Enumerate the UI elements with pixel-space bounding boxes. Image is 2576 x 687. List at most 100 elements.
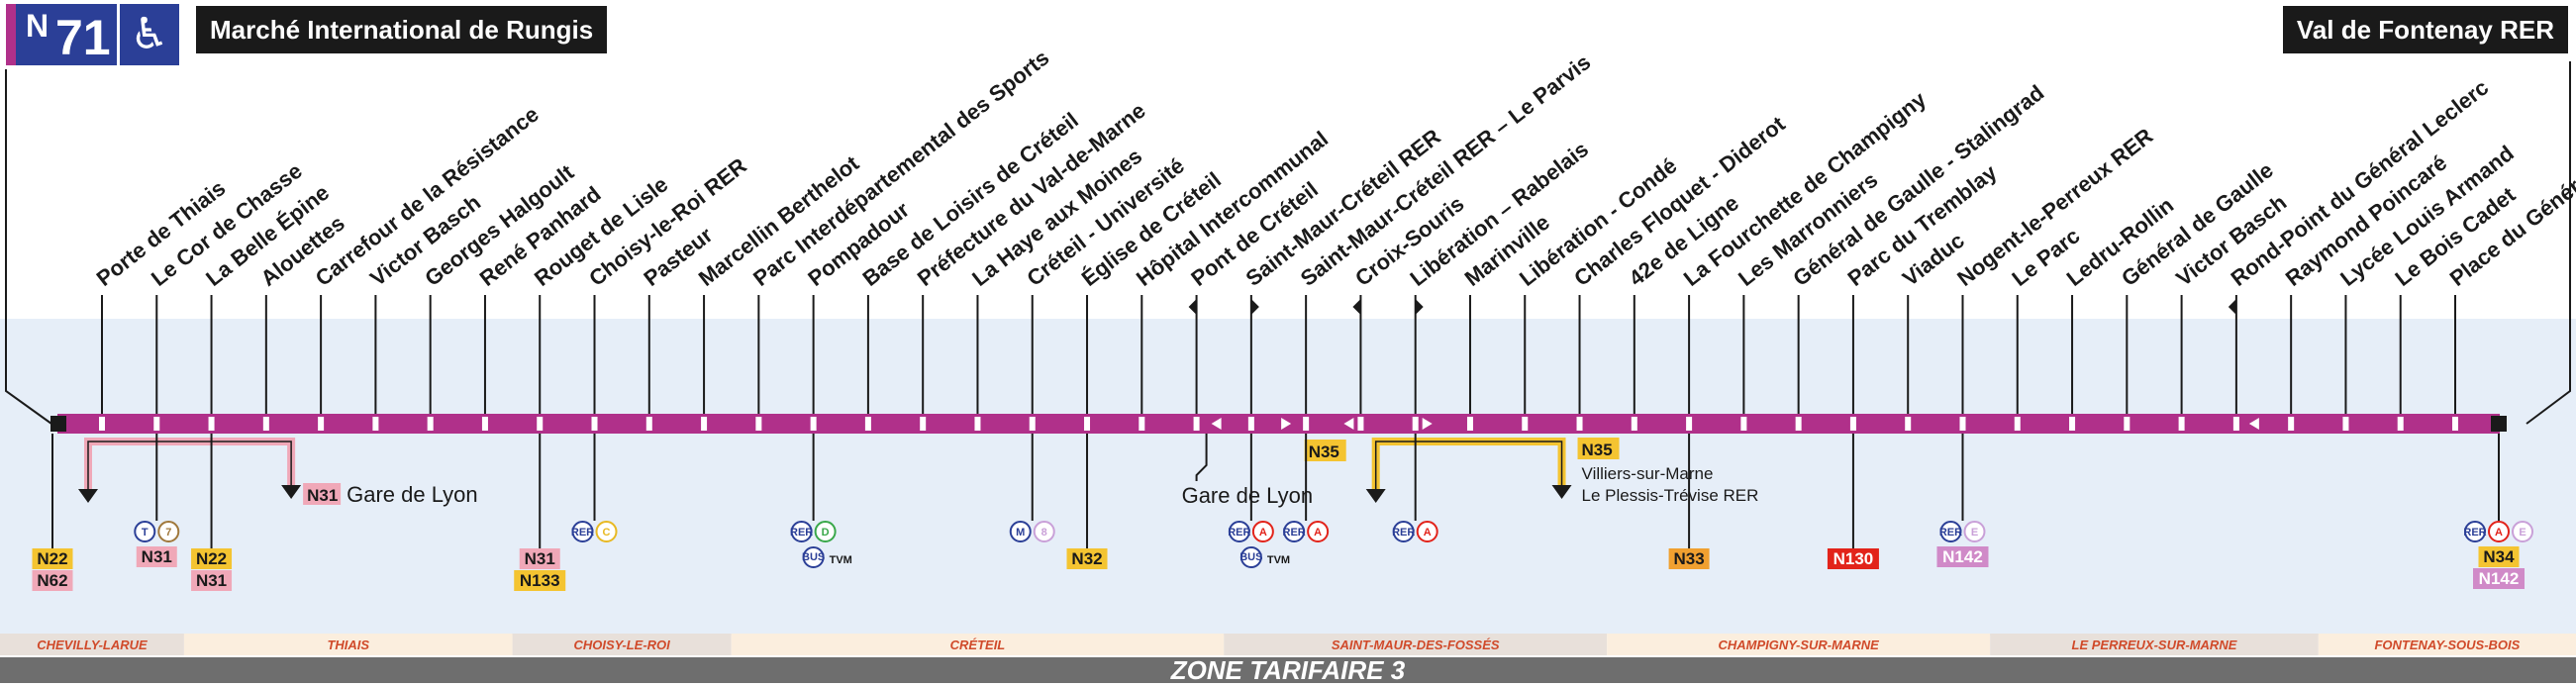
stop-marker [1740,417,1747,431]
stop-marker [864,417,871,431]
line-number-badge: N 71 [6,4,117,65]
stop-marker [2232,417,2239,431]
zone-name: CHEVILLY-LARUE [37,638,148,652]
connection-tag: N62 [37,571,67,590]
stop-marker [1466,417,1473,431]
zone-band [1224,634,1608,655]
arrow-down-icon [1365,489,1386,503]
stop-marker [1193,417,1200,431]
stop-marker [1084,417,1091,431]
stop-marker [1576,417,1583,431]
gare-de-lyon-label: Gare de Lyon [347,482,478,507]
one-way-arrow [1188,299,1197,315]
connection-circle [157,521,180,542]
one-way-arrow [1415,299,1424,315]
connection-circle [1416,521,1438,542]
stop-marker [591,417,598,431]
connection-circle [2488,521,2510,542]
connection-circle [790,521,813,542]
connection-circle [134,521,156,542]
route-bar [57,414,2500,434]
connection-tag: N33 [1673,549,1704,568]
connection-tag: N142 [2479,569,2520,588]
connection-circle-label: RER [2463,527,2486,539]
stop-marker [1631,417,1637,431]
connection-circle-label: M [1016,527,1025,539]
connection-tag-bg [32,570,73,591]
connection-circle-label: C [603,527,611,539]
zone-band [731,634,1225,655]
connection-tag: N31 [142,547,172,566]
zone-name: CHOISY-LE-ROI [574,638,671,652]
connection-circle [1283,521,1306,542]
connection-tag-bg [1827,548,1879,569]
stop-marker [372,417,379,431]
fare-zone-bar [0,657,2576,683]
connection-circle-label: A [2495,527,2503,539]
stop-marker [1029,417,1036,431]
left-outline [5,69,52,425]
zone-band [1990,634,2319,655]
zone-name: CHAMPIGNY-SUR-MARNE [1719,638,1880,652]
connection-tag: N31 [196,571,227,590]
terminus-right: Val de Fontenay RER [2282,6,2568,53]
connection-circle [1251,521,1274,542]
zone-name: THIAIS [327,638,369,652]
service-label: TVM [1267,554,1290,566]
stop-marker [1247,417,1254,431]
wheelchair-icon: ♿ [117,4,179,65]
zone-band [2318,634,2576,655]
connection-circle [1228,521,1250,542]
stop-marker [262,417,269,431]
connection-tag: N32 [1071,549,1102,568]
stop-marker [2178,417,2185,431]
one-way-arrow [2228,299,2236,315]
zone-band [512,634,732,655]
stop-marker [1959,417,1966,431]
connection-tag: N22 [37,549,67,568]
stop-marker [2124,417,2130,431]
connection-circle [1939,521,1962,542]
arrow-down-icon [1551,485,1572,499]
arrow-down-icon [78,489,98,503]
connection-tag-bg [519,548,560,569]
connection-circle-label: T [142,527,149,539]
connection-circle [595,521,618,542]
background-band [0,319,2576,636]
direction-arrow [1281,418,1292,430]
stop-marker [2452,417,2458,431]
line-prefix: N [26,8,50,44]
n31-branch-outline [87,441,292,495]
stop-marker [481,417,488,431]
stop-marker [153,417,160,431]
stop-marker [1849,417,1856,431]
stop-marker [2288,417,2295,431]
direction-arrow [1343,418,1354,430]
connection-tag-bg [136,546,177,567]
zone-name: LE PERREUX-SUR-MARNE [2072,638,2237,652]
connection-tag: N34 [2483,547,2515,566]
stop-marker [1303,417,1310,431]
connection-circle [2512,521,2533,542]
connection-circle-label: RER [1283,527,1306,539]
stop-marker [701,417,708,431]
gare-de-lyon-mid-label: Gare de Lyon [1182,483,1314,508]
stop-marker [755,417,762,431]
gare-de-lyon-connector [1195,434,1208,481]
stop-marker [2014,417,2021,431]
n35-right-tag-bg [1577,438,1620,459]
right-outline [2526,61,2571,425]
connection-circle [1307,521,1330,542]
n31-tag-bg [303,483,342,505]
direction-arrow [1211,418,1222,430]
stop-marker [1139,417,1145,431]
one-way-arrow [1250,299,1259,315]
terminus-left-square [50,416,66,432]
stop-marker [920,417,927,431]
n35-branch-outline [1374,441,1563,495]
n35-right-tag: N35 [1582,441,1613,459]
stop-marker [1686,417,1693,431]
connection-circle [2464,521,2486,542]
